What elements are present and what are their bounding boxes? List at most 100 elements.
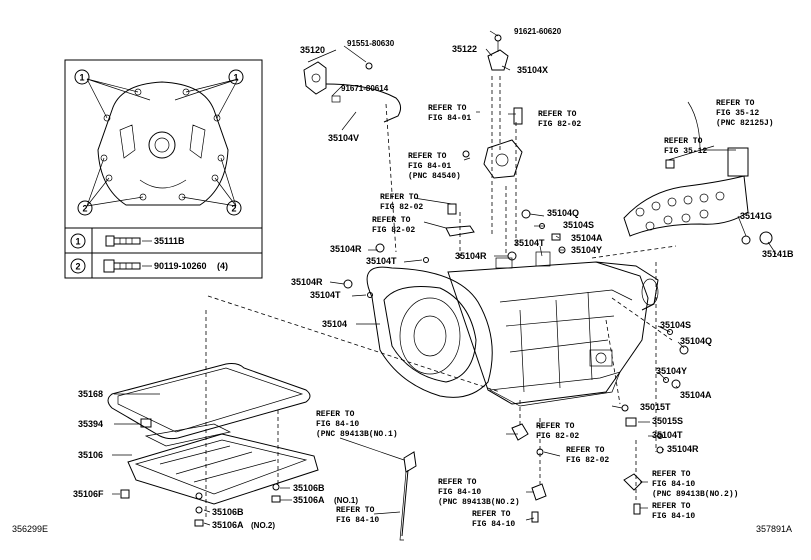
flange-bolt-icon [103, 259, 141, 273]
label-35104V: 35104V [328, 133, 359, 143]
svg-text:REFER TO: REFER TO [408, 152, 447, 161]
drain-plug-35106F [120, 489, 130, 499]
marker-2-bottom-right: 2 [226, 200, 242, 216]
inset-qty: (4) [217, 261, 228, 271]
svg-text:REFER TO: REFER TO [566, 446, 605, 455]
label-35141G: 35141G [740, 211, 772, 221]
oil-pan [127, 433, 319, 505]
refer-to-fig-82-02-bottom-a: REFER TO FIG 82-02 [536, 422, 579, 441]
refer-to-fig-82-02-bottom-b: REFER TO FIG 82-02 [566, 446, 609, 465]
svg-text:(PNC 89413B(NO.2)): (PNC 89413B(NO.2)) [652, 490, 738, 499]
magnet-35394 [140, 418, 152, 428]
svg-text:FIG 82-02: FIG 82-02 [536, 432, 579, 441]
svg-text:(PNC 89413B(NO.1): (PNC 89413B(NO.1) [316, 430, 398, 439]
shift-sensor-84540 [462, 107, 523, 179]
label-35104R-mid: 35104R [455, 251, 487, 261]
part-labels: 35120 91551-80630 91671-80614 35104V 916… [73, 27, 794, 530]
transmission-assembly [366, 251, 659, 407]
inset-row-1: 1 35111B [70, 233, 185, 249]
svg-text:REFER TO: REFER TO [536, 422, 575, 431]
svg-text:1: 1 [233, 73, 238, 83]
refer-to-fig-84-10-left-bottom: REFER TO FIG 84-10 [336, 506, 379, 525]
svg-text:FIG 82-02: FIG 82-02 [372, 226, 415, 235]
label-35104T-right: 35104T [652, 430, 683, 440]
oil-filler-tube [399, 451, 417, 541]
svg-text:REFER TO: REFER TO [336, 506, 375, 515]
label-35015S: 35015S [652, 416, 683, 426]
svg-text:FIG 84-01: FIG 84-01 [428, 114, 471, 123]
label-35104T-left2: 35104T [310, 290, 341, 300]
oil-strainer [144, 423, 232, 447]
svg-text:FIG 35-12: FIG 35-12 [664, 147, 707, 156]
svg-text:REFER TO: REFER TO [372, 216, 411, 225]
label-35015T: 35015T [640, 402, 671, 412]
connector-seal-35141 [741, 231, 773, 245]
label-35104T-left1: 35104T [366, 256, 397, 266]
label-35104Y-top: 35104Y [571, 245, 602, 255]
svg-text:FIG 84-01: FIG 84-01 [408, 162, 451, 171]
svg-text:REFER TO: REFER TO [652, 470, 691, 479]
label-35104T-mid: 35104T [514, 238, 545, 248]
svg-text:2: 2 [75, 262, 80, 272]
refer-to-fig-82-02-left-b: REFER TO FIG 82-02 [372, 216, 415, 235]
svg-text:FIG 84-10: FIG 84-10 [438, 488, 481, 497]
refer-to-fig-84-10-right-bottom: REFER TO FIG 84-10 [652, 502, 695, 521]
svg-text:1: 1 [79, 73, 84, 83]
label-35104R-right: 35104R [667, 444, 699, 454]
label-35104Y-right: 35104Y [656, 366, 687, 376]
refer-to-fig-35-12: REFER TO FIG 35-12 [664, 137, 707, 156]
label-35122: 35122 [452, 44, 477, 54]
label-35104S-right: 35104S [660, 320, 691, 330]
wire-harness-82125J [623, 147, 749, 237]
svg-text:REFER TO: REFER TO [664, 137, 703, 146]
label-35120: 35120 [300, 45, 325, 55]
label-35104A-right: 35104A [680, 390, 712, 400]
leader-lines [112, 30, 777, 526]
refer-to-fig-82-02-left-a: REFER TO FIG 82-02 [380, 193, 423, 212]
label-35141B: 35141B [762, 249, 794, 259]
inset-part-35111B: 35111B [154, 236, 185, 246]
svg-text:FIG 84-10: FIG 84-10 [336, 516, 379, 525]
label-35104: 35104 [322, 319, 347, 329]
label-35104X: 35104X [517, 65, 548, 75]
bracket-35122 [487, 34, 509, 71]
assembly-guide-lines [205, 76, 677, 520]
refer-to-fig-82-02-upper: REFER TO FIG 82-02 [538, 110, 581, 129]
label-35104Q-right: 35104Q [680, 336, 712, 346]
label-91671-80614: 91671-80614 [341, 84, 389, 93]
marker-1-top-left: 1 [74, 69, 90, 85]
svg-text:FIG 84-10: FIG 84-10 [472, 520, 515, 529]
label-91621-60620: 91621-60620 [514, 27, 562, 36]
svg-text:FIG 35-12: FIG 35-12 [716, 109, 759, 118]
label-35106A-no1: 35106A [293, 495, 325, 505]
svg-text:REFER TO: REFER TO [438, 478, 477, 487]
oil-pan-gasket [107, 363, 311, 440]
svg-text:1: 1 [75, 237, 80, 247]
label-35106B-bottom: 35106B [212, 507, 244, 517]
footer-code-left: 356299E [12, 524, 48, 534]
svg-text:REFER TO: REFER TO [538, 110, 577, 119]
bolt-icon [105, 235, 141, 247]
svg-text:FIG 82-02: FIG 82-02 [538, 120, 581, 129]
label-35104Q-top: 35104Q [547, 208, 579, 218]
label-35104S-top: 35104S [563, 220, 594, 230]
label-35104R-left1: 35104R [330, 244, 362, 254]
refer-to-fig-84-10-mid-bottom: REFER TO FIG 84-10 [472, 510, 515, 529]
marker-1-top-right: 1 [228, 69, 244, 85]
label-91551-80630: 91551-80630 [347, 39, 395, 48]
label-35106: 35106 [78, 450, 103, 460]
label-35394: 35394 [78, 419, 103, 429]
svg-text:FIG 82-02: FIG 82-02 [380, 203, 423, 212]
svg-text:(PNC 82125J): (PNC 82125J) [716, 119, 774, 128]
svg-text:REFER TO: REFER TO [716, 99, 755, 108]
shift-cable-bracket-35120 [303, 61, 402, 123]
label-35106F: 35106F [73, 489, 104, 499]
label-35104A-top: 35104A [571, 233, 603, 243]
label-35104R-left2: 35104R [291, 277, 323, 287]
label-35106A-no2-note: (NO.2) [251, 521, 275, 530]
svg-text:2: 2 [82, 204, 87, 214]
refer-callouts: REFER TO FIG 84-01 REFER TO FIG 82-02 RE… [316, 99, 774, 529]
inset-row-2: 2 90119-10260 (4) [70, 258, 228, 274]
svg-text:REFER TO: REFER TO [316, 410, 355, 419]
svg-text:FIG 84-10: FIG 84-10 [652, 512, 695, 521]
